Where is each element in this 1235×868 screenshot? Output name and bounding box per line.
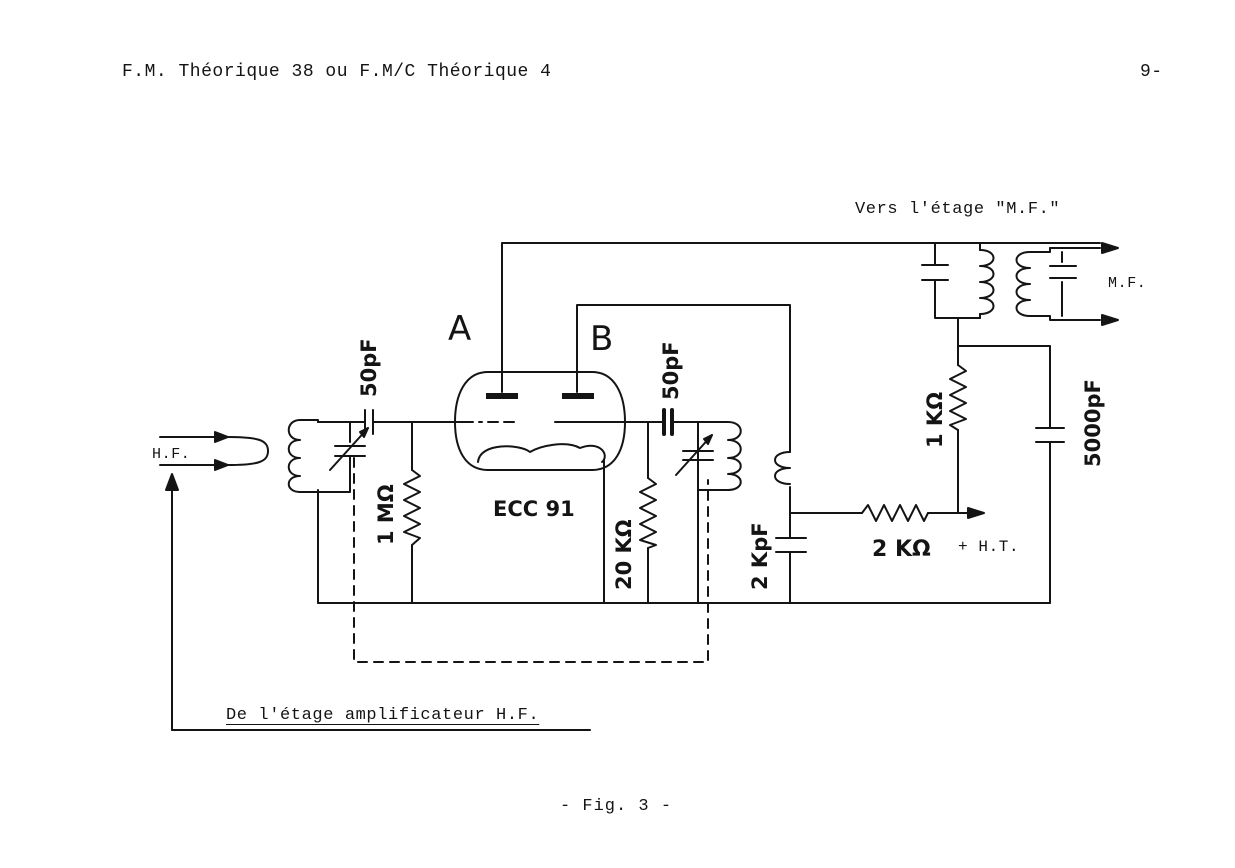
- supply-ht-label: + H.T.: [958, 538, 1020, 556]
- capacitor-50pf-osc: [662, 408, 674, 436]
- input-hf-label: H.F.: [152, 446, 191, 463]
- resistor-1k: [949, 364, 967, 431]
- resistor-20k: [639, 477, 657, 549]
- label-c-osc: 50pF: [659, 341, 683, 400]
- ganged-tuning-link: [353, 457, 709, 663]
- resistor-1m: [403, 469, 421, 546]
- wiring: [317, 242, 1101, 604]
- mf-transformer: [921, 242, 1119, 326]
- capacitor-5000pf: [1035, 427, 1065, 443]
- output-mf-label: M.F.: [1108, 275, 1147, 292]
- label-c-bypass: 5000pF: [1081, 379, 1105, 467]
- input-hf-coupling: [159, 419, 369, 493]
- label-r-grid-b: 20 KΩ: [612, 519, 636, 590]
- figure-caption: - Fig. 3 -: [560, 797, 673, 816]
- label-r-grid-a: 1 MΩ: [374, 484, 398, 545]
- label-r-feed: 2 KΩ: [872, 537, 931, 562]
- input-source-arrow: [165, 473, 591, 731]
- capacitor-50pf-input: [364, 409, 374, 435]
- page-number: 9-: [1140, 62, 1163, 82]
- tube-ecc91: [454, 371, 626, 471]
- tube-section-b: B: [590, 319, 613, 359]
- label-c-decouple: 2 KpF: [748, 522, 772, 590]
- tube-section-a: A: [448, 309, 471, 349]
- capacitor-2kpf: [775, 537, 807, 553]
- input-source-caption: De l'étage amplificateur H.F.: [226, 706, 540, 725]
- oscillator-tank: [675, 421, 791, 491]
- tube-type-label: ECC 91: [493, 497, 575, 521]
- output-stage-caption: Vers l'étage "M.F.": [855, 200, 1061, 219]
- label-c-input: 50pF: [357, 338, 381, 397]
- resistor-2k: [861, 504, 985, 522]
- label-r-plate-a: 1 KΩ: [923, 392, 947, 448]
- page-header-title: F.M. Théorique 38 ou F.M/C Théorique 4: [122, 62, 552, 82]
